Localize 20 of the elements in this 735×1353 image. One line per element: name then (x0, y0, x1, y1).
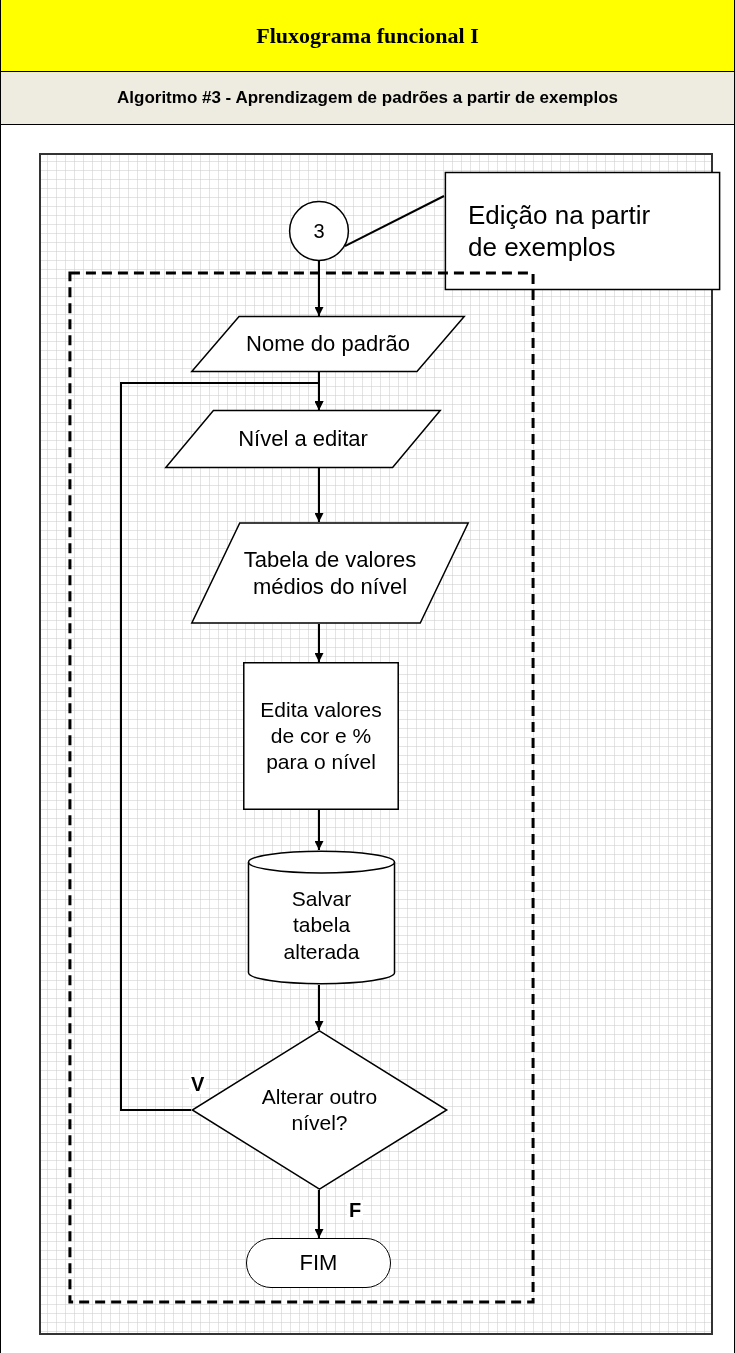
edge-label: V (189, 1074, 207, 1094)
arrow (314, 1189, 324, 1239)
database-cylinder: Salvar tabela alterada (247, 850, 396, 985)
title-bar: Fluxograma funcional I (1, 0, 734, 72)
input-parallelogram: Tabela de valores médios do nível (189, 522, 471, 624)
input-parallelogram: Nome do padrão (189, 316, 467, 372)
arrow (314, 984, 324, 1031)
arrow (314, 467, 324, 523)
input-parallelogram: Nível a editar (163, 410, 443, 468)
connector-circle: 3 (289, 201, 349, 261)
arrow (120, 382, 324, 1111)
arrow (314, 809, 324, 851)
terminator: FIM (246, 1238, 391, 1288)
process-box: Edita valores de cor e % para o nível (243, 662, 399, 810)
dashed-boundary (69, 272, 534, 1303)
arrow (314, 623, 324, 663)
subtitle-bar: Algoritmo #3 - Aprendizagem de padrões a partir de exemplos (1, 72, 734, 125)
edge-label: F (347, 1200, 364, 1220)
callout-box: Edição na partir de exemplos (444, 172, 721, 290)
arrow (314, 260, 324, 317)
